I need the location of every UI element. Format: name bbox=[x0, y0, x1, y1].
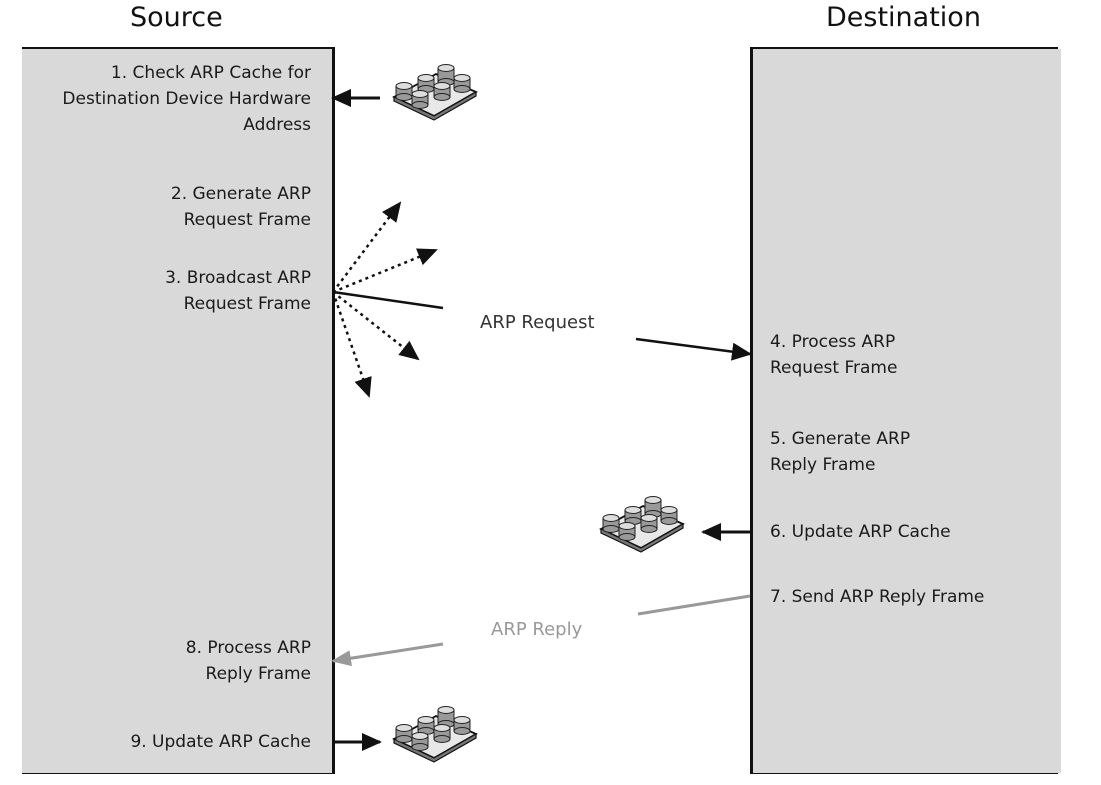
arp-reply-label: ARP Reply bbox=[491, 619, 583, 640]
destination-step-4-line-1: 4. Process ARP bbox=[770, 332, 896, 352]
source-step-9-line-1: 9. Update ARP Cache bbox=[130, 732, 311, 752]
source-step-1-line-2: Destination Device Hardware bbox=[62, 89, 311, 109]
arp-request-arrow bbox=[635, 337, 752, 361]
broadcast-arrow bbox=[332, 201, 402, 293]
source-step-2-line-1: 2. Generate ARP bbox=[170, 184, 311, 204]
arp-reply-line bbox=[637, 594, 751, 616]
source-step-8-line-2: Reply Frame bbox=[205, 664, 311, 684]
source-step-8-line-1: 8. Process ARP bbox=[185, 638, 311, 658]
arp-cache-icon bbox=[600, 495, 684, 553]
destination-step-5-line-2: Reply Frame bbox=[770, 455, 876, 475]
source-step-3-line-1: 3. Broadcast ARP bbox=[165, 268, 311, 288]
destination-panel bbox=[750, 49, 1061, 773]
destination-step-5: 5. Generate ARP Reply Frame bbox=[770, 426, 910, 478]
arp-request-label: ARP Request bbox=[480, 312, 595, 333]
source-step-3-line-2: Request Frame bbox=[183, 294, 311, 314]
destination-step-6: 6. Update ARP Cache bbox=[770, 519, 951, 545]
destination-step-6-line-1: 6. Update ARP Cache bbox=[770, 522, 951, 542]
destination-step-7-line-1: 7. Send ARP Reply Frame bbox=[770, 587, 985, 607]
source-lane-title: Source bbox=[130, 2, 223, 33]
arp-request-line bbox=[332, 290, 444, 310]
destination-step-4: 4. Process ARP Request Frame bbox=[770, 329, 897, 381]
destination-top-bar bbox=[750, 47, 1058, 50]
destination-step-5-line-1: 5. Generate ARP bbox=[770, 429, 911, 449]
source-step-3: 3. Broadcast ARP Request Frame bbox=[165, 265, 311, 317]
arp-cache-icon bbox=[393, 63, 477, 121]
arp-reply-arrow bbox=[331, 642, 444, 667]
broadcast-arrow bbox=[331, 291, 372, 398]
source-step-1: 1. Check ARP Cache for Destination Devic… bbox=[62, 60, 311, 138]
source-step-9: 9. Update ARP Cache bbox=[130, 729, 311, 755]
destination-step-4-line-2: Request Frame bbox=[770, 358, 898, 378]
source-step-1-line-3: Address bbox=[243, 115, 311, 135]
source-panel bbox=[22, 49, 335, 773]
source-step-2: 2. Generate ARP Request Frame bbox=[171, 181, 311, 233]
broadcast-arrow bbox=[332, 248, 438, 294]
destination-lane-title: Destination bbox=[826, 2, 981, 33]
source-step-8: 8. Process ARP Reply Frame bbox=[186, 635, 311, 687]
destination-step-7: 7. Send ARP Reply Frame bbox=[770, 584, 984, 610]
source-step-2-line-2: Request Frame bbox=[183, 210, 311, 230]
source-step-1-line-1: 1. Check ARP Cache for bbox=[110, 63, 311, 83]
source-top-bar bbox=[22, 47, 335, 50]
arp-cache-icon bbox=[393, 705, 477, 763]
